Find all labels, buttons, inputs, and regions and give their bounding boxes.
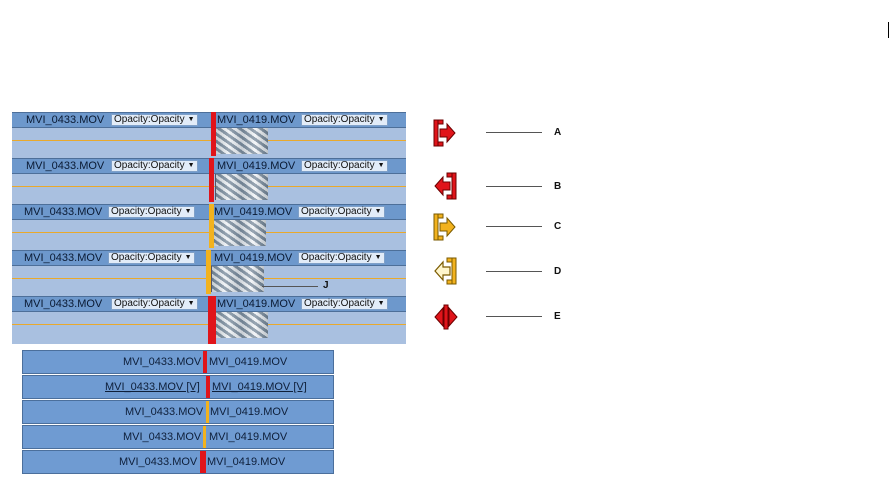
dropdown-arrow-icon: ▼	[187, 116, 195, 123]
clip-name-right[interactable]: MVI_0419.MOV [V]	[212, 381, 307, 393]
clip-header: MVI_0433.MOV Opacity:Opacity▼ MVI_0419.M…	[12, 112, 406, 128]
trim-edit-marker[interactable]	[209, 204, 214, 248]
opacity-dropdown-right[interactable]: Opacity:Opacity▼	[301, 160, 388, 172]
audio-track-panel: MVI_0433.MOV MVI_0419.MOV MVI_0433.MOV […	[22, 350, 334, 476]
clip-thumbnail	[215, 312, 268, 338]
opacity-rubber-band[interactable]	[12, 140, 406, 141]
clip-name-left[interactable]: MVI_0433.MOV [V]	[105, 381, 200, 393]
callout-letter-a: A	[554, 127, 562, 138]
opacity-dropdown-right[interactable]: Opacity:Opacity▼	[298, 252, 385, 264]
clip-name-right[interactable]: MVI_0419.MOV	[209, 431, 288, 443]
clip-name-right[interactable]: MVI_0419.MOV	[214, 252, 293, 264]
clip-name-right[interactable]: MVI_0419.MOV	[217, 298, 296, 310]
opacity-label: Opacity:Opacity	[301, 206, 372, 217]
trim-edit-marker[interactable]	[206, 401, 209, 423]
opacity-dropdown-left[interactable]: Opacity:Opacity▼	[108, 252, 195, 264]
track-row: MVI_0433.MOV [V] MVI_0419.MOV [V]	[22, 375, 334, 399]
callout-letter-d: D	[554, 266, 562, 277]
dropdown-arrow-icon: ▼	[184, 208, 192, 215]
opacity-dropdown-right[interactable]: Opacity:Opacity▼	[301, 298, 388, 310]
opacity-label: Opacity:Opacity	[301, 252, 372, 263]
callout-leader-j	[262, 286, 318, 287]
opacity-dropdown-left[interactable]: Opacity:Opacity▼	[111, 160, 198, 172]
clip-thumbnail	[213, 220, 266, 246]
callout-letter-j: J	[323, 280, 329, 291]
callout-letter-c: C	[554, 221, 562, 232]
clip-name-right[interactable]: MVI_0419.MOV	[207, 456, 286, 468]
clip-name-right[interactable]: MVI_0419.MOV	[217, 160, 296, 172]
clip-name-left[interactable]: MVI_0433.MOV	[24, 252, 103, 264]
opacity-dropdown-right[interactable]: Opacity:Opacity▼	[298, 206, 385, 218]
track-row: MVI_0433.MOV MVI_0419.MOV	[22, 350, 334, 374]
timeline-row: MVI_0433.MOV Opacity:Opacity▼ MVI_0419.M…	[12, 204, 406, 248]
clip-name-left[interactable]: MVI_0433.MOV	[123, 431, 202, 443]
opacity-dropdown-right[interactable]: Opacity:Opacity▼	[301, 114, 388, 126]
clip-thumbnail	[211, 266, 264, 292]
clip-name-right[interactable]: MVI_0419.MOV	[210, 406, 289, 418]
callout-letter-e: E	[554, 311, 561, 322]
roll-edit-red-icon	[434, 304, 458, 330]
clip-name-left[interactable]: MVI_0433.MOV	[24, 298, 103, 310]
track-row: MVI_0433.MOV MVI_0419.MOV	[22, 425, 334, 449]
ripple-edit-marker[interactable]	[206, 376, 210, 398]
ripple-edit-marker[interactable]	[209, 158, 214, 202]
trim-edit-marker[interactable]	[206, 250, 211, 294]
ripple-in-red-icon	[433, 119, 456, 147]
clip-name-left[interactable]: MVI_0433.MOV	[123, 356, 202, 368]
opacity-label: Opacity:Opacity	[304, 160, 375, 171]
clip-thumbnail	[215, 128, 268, 154]
trim-in-yellow-icon	[433, 213, 456, 241]
opacity-label: Opacity:Opacity	[304, 298, 375, 309]
clip-name-right[interactable]: MVI_0419.MOV	[209, 356, 288, 368]
clip-name-right[interactable]: MVI_0419.MOV	[214, 206, 293, 218]
dropdown-arrow-icon: ▼	[374, 208, 382, 215]
opacity-label: Opacity:Opacity	[304, 114, 375, 125]
clip-name-left[interactable]: MVI_0433.MOV	[26, 114, 105, 126]
opacity-label: Opacity:Opacity	[114, 298, 185, 309]
opacity-label: Opacity:Opacity	[111, 252, 182, 263]
timeline-row: MVI_0433.MOV Opacity:Opacity▼ MVI_0419.M…	[12, 250, 406, 294]
opacity-dropdown-left[interactable]: Opacity:Opacity▼	[111, 114, 198, 126]
callout-leader-b	[486, 186, 542, 187]
dropdown-arrow-icon: ▼	[377, 300, 385, 307]
opacity-dropdown-left[interactable]: Opacity:Opacity▼	[111, 298, 198, 310]
callout-leader-a	[486, 132, 542, 133]
page-edge-mark	[888, 22, 889, 38]
opacity-label: Opacity:Opacity	[114, 114, 185, 125]
dropdown-arrow-icon: ▼	[187, 162, 195, 169]
dropdown-arrow-icon: ▼	[374, 254, 382, 261]
clip-name-left[interactable]: MVI_0433.MOV	[119, 456, 198, 468]
clip-name-right[interactable]: MVI_0419.MOV	[217, 114, 296, 126]
opacity-dropdown-left[interactable]: Opacity:Opacity▼	[108, 206, 195, 218]
timeline-panel: MVI_0433.MOV Opacity:Opacity▼ MVI_0419.M…	[12, 112, 406, 344]
ripple-edit-marker[interactable]	[203, 351, 207, 373]
callout-leader-c	[486, 226, 542, 227]
roll-edit-marker[interactable]	[200, 451, 206, 473]
clip-thumbnail	[215, 174, 268, 200]
trim-edit-marker[interactable]	[203, 426, 206, 448]
dropdown-arrow-icon: ▼	[187, 300, 195, 307]
ripple-edit-marker[interactable]	[211, 112, 216, 156]
clip-name-left[interactable]: MVI_0433.MOV	[125, 406, 204, 418]
roll-edit-marker[interactable]	[208, 296, 216, 344]
dropdown-arrow-icon: ▼	[184, 254, 192, 261]
track-row: MVI_0433.MOV MVI_0419.MOV	[22, 450, 334, 474]
dropdown-arrow-icon: ▼	[377, 116, 385, 123]
track-row: MVI_0433.MOV MVI_0419.MOV	[22, 400, 334, 424]
timeline-row: MVI_0433.MOV Opacity:Opacity▼ MVI_0419.M…	[12, 112, 406, 156]
clip-name-left[interactable]: MVI_0433.MOV	[26, 160, 105, 172]
timeline-row: MVI_0433.MOV Opacity:Opacity▼ MVI_0419.M…	[12, 158, 406, 202]
callout-leader-d	[486, 271, 542, 272]
opacity-label: Opacity:Opacity	[114, 160, 185, 171]
timeline-row: MVI_0433.MOV Opacity:Opacity▼ MVI_0419.M…	[12, 296, 406, 344]
ripple-out-red-icon	[434, 172, 457, 200]
clip-name-left[interactable]: MVI_0433.MOV	[24, 206, 103, 218]
opacity-label: Opacity:Opacity	[111, 206, 182, 217]
callout-leader-e	[486, 316, 542, 317]
trim-out-yellow-icon	[434, 257, 457, 285]
callout-letter-b: B	[554, 181, 562, 192]
dropdown-arrow-icon: ▼	[377, 162, 385, 169]
